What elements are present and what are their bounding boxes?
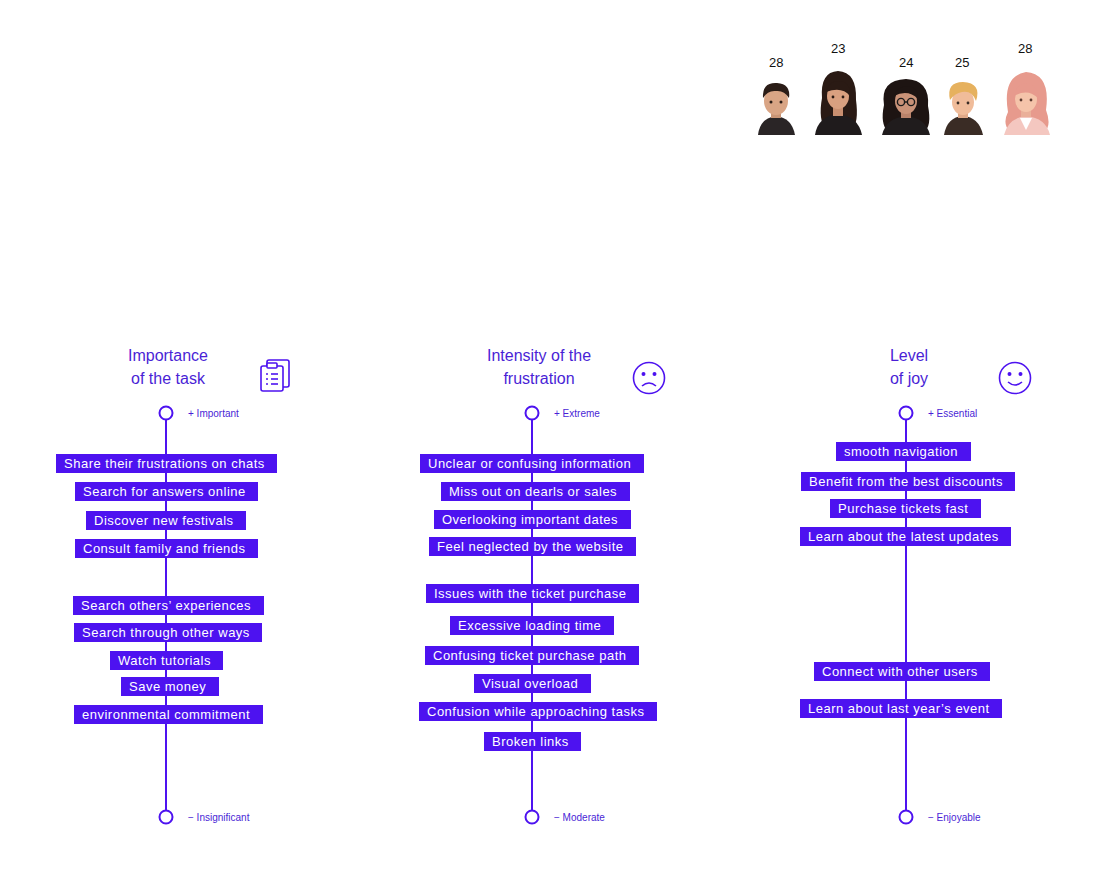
axis-end bbox=[900, 811, 913, 824]
avatar bbox=[758, 83, 795, 135]
avatar bbox=[882, 79, 930, 135]
item-text: Watch tutorials bbox=[118, 653, 211, 668]
scale-item-box: Feel neglected by the website bbox=[429, 537, 636, 556]
scale-item-box: Unclear or confusing information bbox=[420, 454, 644, 473]
item-text: Purchase tickets fast bbox=[838, 501, 968, 516]
scale-item-box: Consult family and friends bbox=[75, 539, 258, 558]
age-number: 25 bbox=[955, 55, 969, 70]
item-text: Discover new festivals bbox=[94, 513, 234, 528]
axis-end bbox=[160, 407, 173, 420]
item-text: Feel neglected by the website bbox=[437, 539, 624, 554]
avatar bbox=[1004, 72, 1050, 135]
item-text: Excessive loading time bbox=[458, 618, 601, 633]
scale-item-box: Overlooking important dates bbox=[434, 510, 631, 529]
item-text: Unclear or confusing information bbox=[428, 456, 631, 471]
scale-item-box: Visual overload bbox=[474, 674, 591, 693]
age-number: 28 bbox=[769, 55, 783, 70]
item-text: Consult family and friends bbox=[83, 541, 246, 556]
scale-end-label: + Extreme bbox=[554, 408, 600, 420]
item-text: Broken links bbox=[492, 734, 569, 749]
avatar bbox=[944, 82, 983, 135]
axis-line bbox=[165, 420, 167, 810]
item-text: Issues with the ticket purchase bbox=[434, 586, 627, 601]
axis-end bbox=[526, 407, 539, 420]
axis-line bbox=[531, 420, 533, 810]
scale-item-box: Miss out on dearls or sales bbox=[441, 482, 630, 501]
axis-end bbox=[160, 811, 173, 824]
item-text: Benefit from the best discounts bbox=[809, 474, 1003, 489]
axis-end bbox=[900, 407, 913, 420]
axis-end bbox=[526, 811, 539, 824]
scale-heading: Intensity of the frustration bbox=[483, 344, 595, 390]
scale-item-box: Excessive loading time bbox=[450, 616, 614, 635]
clipboard-icon bbox=[261, 360, 289, 391]
scale-item-box: Share their frustrations on chats bbox=[56, 454, 277, 473]
age-number: 24 bbox=[899, 55, 913, 70]
item-text: Search through other ways bbox=[82, 625, 250, 640]
item-text: Search others’ experiences bbox=[81, 598, 251, 613]
scale-item-box: Search others’ experiences bbox=[73, 596, 264, 615]
scale-end-label: + Important bbox=[188, 408, 239, 420]
scale-heading: Level of joy bbox=[885, 344, 933, 390]
item-text: Learn about last year’s event bbox=[808, 701, 990, 716]
item-text: Confusing ticket purchase path bbox=[433, 648, 627, 663]
scale-end-label: − Insignificant bbox=[188, 812, 249, 824]
item-text: Learn about the latest updates bbox=[808, 529, 999, 544]
scale-item-box: Issues with the ticket purchase bbox=[426, 584, 639, 603]
item-text: Visual overload bbox=[482, 676, 578, 691]
scale-item-box: Purchase tickets fast bbox=[830, 499, 981, 518]
scale-item-box: Search for answers online bbox=[75, 482, 258, 501]
scale-item-box: Confusion while approaching tasks bbox=[419, 702, 657, 721]
scale-end-label: − Moderate bbox=[554, 812, 605, 824]
item-text: Share their frustrations on chats bbox=[64, 456, 265, 471]
scale-item-box: environmental commitment bbox=[74, 705, 263, 724]
item-text: Confusion while approaching tasks bbox=[427, 704, 644, 719]
item-text: environmental commitment bbox=[82, 707, 250, 722]
smiley-icon bbox=[1000, 363, 1031, 394]
item-text: Connect with other users bbox=[822, 664, 978, 679]
scale-item-box: Learn about the latest updates bbox=[800, 527, 1011, 546]
age-number: 28 bbox=[1018, 41, 1032, 56]
scale-item-box: Confusing ticket purchase path bbox=[425, 646, 639, 665]
avatar bbox=[815, 71, 862, 135]
scale-item-box: Connect with other users bbox=[814, 662, 990, 681]
scale-item-box: Broken links bbox=[484, 732, 581, 751]
item-text: Miss out on dearls or sales bbox=[449, 484, 617, 499]
scale-item-box: Benefit from the best discounts bbox=[801, 472, 1015, 491]
scale-item-box: Learn about last year’s event bbox=[800, 699, 1002, 718]
scale-end-label: − Enjoyable bbox=[928, 812, 981, 824]
item-text: Save money bbox=[129, 679, 206, 694]
scale-heading: Importance of the task bbox=[122, 344, 214, 390]
scale-item-box: smooth navigation bbox=[836, 442, 971, 461]
item-text: Overlooking important dates bbox=[442, 512, 618, 527]
scale-item-box: Watch tutorials bbox=[110, 651, 223, 670]
scale-item-box: Save money bbox=[121, 677, 219, 696]
item-text: smooth navigation bbox=[844, 444, 958, 459]
item-text: Search for answers online bbox=[83, 484, 246, 499]
age-number: 23 bbox=[831, 41, 845, 56]
scale-item-box: Discover new festivals bbox=[86, 511, 246, 530]
scale-end-label: + Essential bbox=[928, 408, 977, 420]
sad-face-icon bbox=[634, 363, 665, 394]
scale-item-box: Search through other ways bbox=[74, 623, 262, 642]
